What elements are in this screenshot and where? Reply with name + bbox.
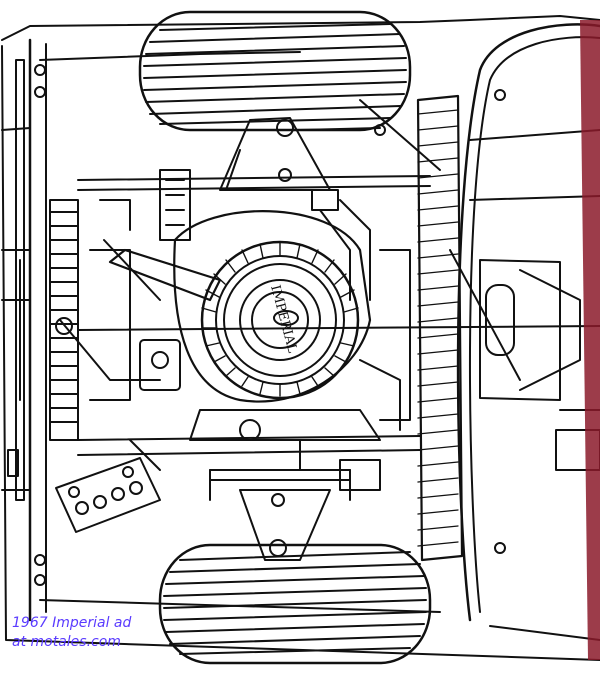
bottom-wheel bbox=[158, 543, 432, 665]
air-intake bbox=[108, 248, 222, 302]
transmission-housing bbox=[456, 23, 600, 641]
air-cleaner-fins bbox=[201, 241, 359, 397]
ring-gear bbox=[416, 94, 464, 562]
lower-suspension bbox=[239, 489, 331, 561]
left-cooling-strip bbox=[49, 199, 79, 441]
emblem-icon: IMPERIAL bbox=[267, 284, 300, 355]
emblem-text: IMPERIAL bbox=[267, 284, 300, 355]
top-wheel bbox=[138, 10, 412, 132]
red-accent bbox=[580, 20, 600, 660]
credit-caption: 1967 Imperial ad at motales.com bbox=[12, 614, 131, 652]
air-cleaner bbox=[173, 210, 372, 403]
caption-line-2: at motales.com bbox=[12, 634, 121, 650]
body-frame bbox=[1, 15, 600, 41]
caption-line-1: 1967 Imperial ad bbox=[12, 615, 132, 631]
battery bbox=[55, 457, 161, 533]
